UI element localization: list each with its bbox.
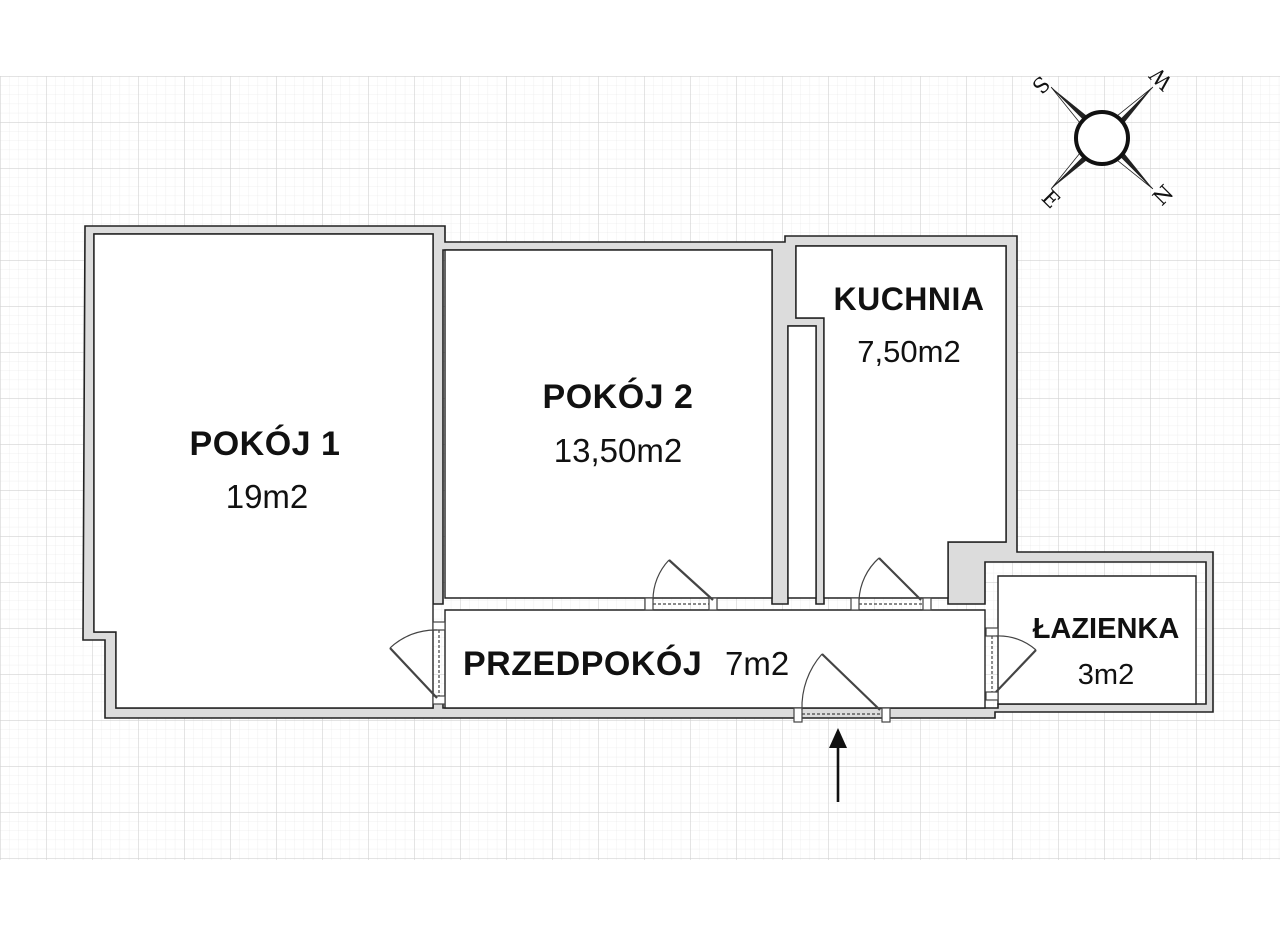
door-pokoj2: [644, 559, 718, 611]
door-entrance: [793, 653, 891, 723]
entrance-arrow-icon: [829, 728, 847, 802]
floor-lazienka: [997, 575, 1197, 705]
floor-pokoj1: [93, 233, 434, 709]
floor-pokoj2: [444, 249, 773, 599]
room-area-lazienka: 3m2: [1078, 659, 1134, 691]
floor-przedpokoj: [444, 609, 986, 709]
door-kuchnia: [850, 557, 932, 611]
door-lazienka: [985, 627, 1037, 701]
floor-shaft: [787, 325, 817, 599]
room-area-pokoj2: 13,50m2: [554, 432, 682, 469]
room-area-kuchnia: 7,50m2: [857, 334, 960, 369]
room-label-pokoj2: POKÓJ 2: [543, 378, 694, 416]
room-label-kuchnia: KUCHNIA: [833, 281, 984, 317]
floor-kuchnia: [795, 245, 1007, 599]
room-label-przedpokoj: PRZEDPOKÓJ: [463, 645, 702, 683]
room-floors: [93, 233, 1197, 709]
room-area-pokoj1: 19m2: [226, 478, 309, 515]
door-pokoj1: [389, 621, 446, 705]
room-area-przedpokoj: 7m2: [725, 645, 789, 682]
compass-rose-icon: W N E S: [1027, 62, 1178, 213]
room-label-pokoj1: POKÓJ 1: [190, 425, 341, 463]
doors: [389, 557, 1037, 723]
room-label-lazienka: ŁAZIENKA: [1033, 613, 1180, 645]
